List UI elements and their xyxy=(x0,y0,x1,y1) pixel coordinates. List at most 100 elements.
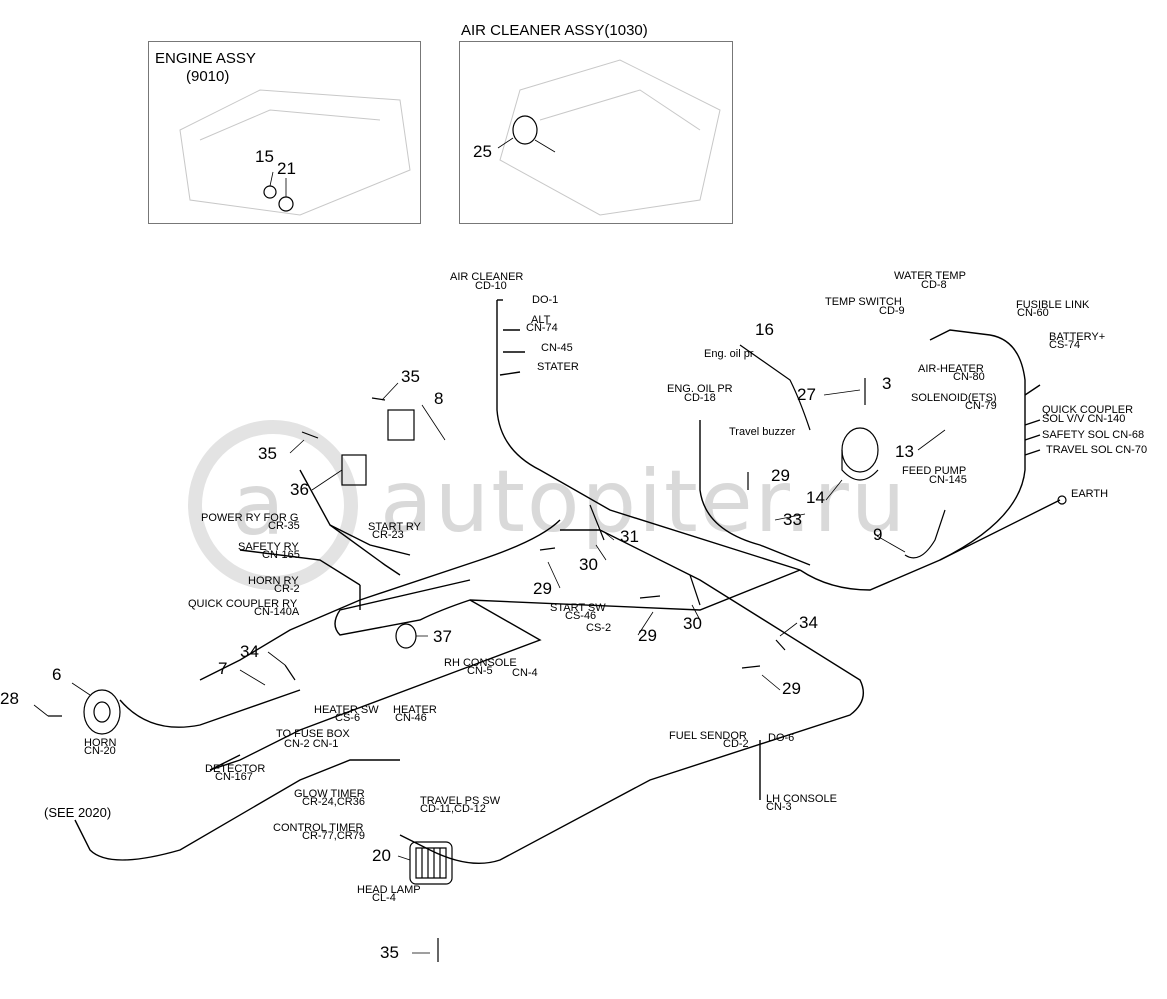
label-fusible-link: FUSIBLE LINK xyxy=(1016,299,1090,311)
callout-20[interactable]: 20 xyxy=(372,846,391,865)
callout-7[interactable]: 7 xyxy=(218,659,228,678)
label-do6: DO-6 xyxy=(768,732,795,744)
label-cd8: CD-8 xyxy=(921,279,947,291)
callout-8[interactable]: 8 xyxy=(434,389,444,408)
callout-33[interactable]: 33 xyxy=(783,510,802,529)
callout-29-d[interactable]: 29 xyxy=(782,679,801,698)
callout-31[interactable]: 31 xyxy=(620,527,639,546)
label-travel-ps-sw: TRAVEL PS SW xyxy=(420,795,501,807)
label-stater: STATER xyxy=(537,361,579,373)
label-air-heater: AIR-HEATER xyxy=(918,363,984,375)
air-cleaner-assy-title: AIR CLEANER ASSY(1030) xyxy=(461,22,648,39)
callout-27[interactable]: 27 xyxy=(797,385,816,404)
callout-36[interactable]: 36 xyxy=(290,480,309,499)
label-air-cleaner: AIR CLEANER xyxy=(450,271,524,283)
watermark-text: autopiter.ru xyxy=(380,452,908,552)
label-cd2: CD-2 xyxy=(723,738,749,750)
label-cs46: CS-46 xyxy=(565,610,597,622)
label-earth: EARTH xyxy=(1071,488,1109,500)
label-feed-pump: FEED PUMP xyxy=(902,465,967,477)
label-cd11-12: CD-11,CD-12 xyxy=(420,803,486,815)
label-cr35: CR-35 xyxy=(268,520,300,532)
leader-lines xyxy=(33,137,946,954)
label-see-2020: (SEE 2020) xyxy=(44,805,112,820)
label-temp-switch: TEMP SWITCH xyxy=(825,296,902,308)
callout-29-c[interactable]: 29 xyxy=(638,626,657,645)
callout-21[interactable]: 21 xyxy=(277,159,296,178)
label-start-ry: START RY xyxy=(368,521,421,533)
label-cr23: CR-23 xyxy=(372,529,404,541)
callout-6[interactable]: 6 xyxy=(52,665,62,684)
label-detector: DETECTOR xyxy=(205,763,266,775)
label-cd10: CD-10 xyxy=(475,280,507,292)
callout-34-right[interactable]: 34 xyxy=(799,613,818,632)
label-eng-oil-pr: ENG. OIL PR xyxy=(667,383,733,395)
label-cr77-79: CR-77,CR79 xyxy=(302,830,365,842)
label-quick-coupler-ry: QUICK COUPLER RY xyxy=(188,598,298,610)
callout-29-a[interactable]: 29 xyxy=(771,466,790,485)
label-cn60: CN-60 xyxy=(1017,307,1049,319)
watermark-logo-glyph: a xyxy=(232,455,287,555)
label-cs2: CS-2 xyxy=(586,622,612,634)
label-to-fuse-box: TO FUSE BOX xyxy=(276,728,350,740)
label-solenoid: SOLENOID(ETS) xyxy=(911,392,997,404)
label-cn140a: CN-140A xyxy=(254,606,300,618)
callout-28[interactable]: 28 xyxy=(0,689,19,708)
label-cr24-36: CR-24,CR36 xyxy=(302,796,365,808)
label-cs74: CS-74 xyxy=(1049,339,1081,351)
callout-16[interactable]: 16 xyxy=(755,320,774,339)
label-power-ry: POWER RY FOR G xyxy=(201,512,299,524)
callout-14[interactable]: 14 xyxy=(806,488,825,507)
label-head-lamp: HEAD LAMP xyxy=(357,884,421,896)
label-cn4: CN-4 xyxy=(512,667,538,679)
label-cr2: CR-2 xyxy=(274,583,300,595)
label-cs6: CS-6 xyxy=(335,712,361,724)
label-heater: HEATER xyxy=(393,704,437,716)
callout-25[interactable]: 25 xyxy=(473,142,492,161)
callout-35-bottom[interactable]: 35 xyxy=(380,943,399,962)
callout-3[interactable]: 3 xyxy=(882,374,892,393)
label-eng-oil-pr-small: Eng. oil pr xyxy=(704,348,754,360)
callout-34-left[interactable]: 34 xyxy=(240,642,259,661)
label-cn2-cn1: CN-2 CN-1 xyxy=(284,738,339,750)
label-alt: ALT xyxy=(531,314,551,326)
callout-15[interactable]: 15 xyxy=(255,147,274,166)
label-cn74: CN-74 xyxy=(526,322,558,334)
label-horn: HORN xyxy=(84,737,117,749)
callout-13[interactable]: 13 xyxy=(895,442,914,461)
inset-sketch xyxy=(179,59,721,216)
callout-35-top[interactable]: 35 xyxy=(401,367,420,386)
label-safety-ry: SAFETY RY xyxy=(238,541,299,553)
label-battery: BATTERY+ xyxy=(1049,331,1106,343)
callout-9[interactable]: 9 xyxy=(873,525,883,544)
label-glow-timer: GLOW TIMER xyxy=(294,788,365,800)
label-cl4: CL-4 xyxy=(372,892,396,904)
label-sol-vv: SOL V/V CN-140 xyxy=(1042,413,1126,425)
label-cn5: CN-5 xyxy=(467,665,493,677)
callout-30-b[interactable]: 30 xyxy=(683,614,702,633)
air-cleaner-inset xyxy=(459,41,733,224)
callout-30-a[interactable]: 30 xyxy=(579,555,598,574)
label-rh-console: RH CONSOLE xyxy=(444,657,517,669)
label-fuel-sendor: FUEL SENDOR xyxy=(669,730,747,742)
callout-35-mid[interactable]: 35 xyxy=(258,444,277,463)
label-cd9: CD-9 xyxy=(879,305,905,317)
label-cn165: CN-165 xyxy=(262,549,300,561)
label-cn145: CN-145 xyxy=(929,474,967,486)
label-lh-console: LH CONSOLE xyxy=(766,793,837,805)
callout-37[interactable]: 37 xyxy=(433,627,452,646)
label-cn79: CN-79 xyxy=(965,400,997,412)
engine-assy-title: ENGINE ASSY xyxy=(155,50,256,67)
label-safety-sol: SAFETY SOL CN-68 xyxy=(1042,429,1145,441)
label-cn45: CN-45 xyxy=(541,342,573,354)
label-cn46: CN-46 xyxy=(395,712,427,724)
label-horn-ry: HORN RY xyxy=(248,575,299,587)
callout-29-b[interactable]: 29 xyxy=(533,579,552,598)
label-travel-sol: TRAVEL SOL CN-70 xyxy=(1046,444,1148,456)
label-cn20: CN-20 xyxy=(84,745,116,757)
label-do1: DO-1 xyxy=(532,294,559,306)
engine-assy-inset xyxy=(148,41,421,224)
label-water-temp: WATER TEMP xyxy=(894,270,966,282)
